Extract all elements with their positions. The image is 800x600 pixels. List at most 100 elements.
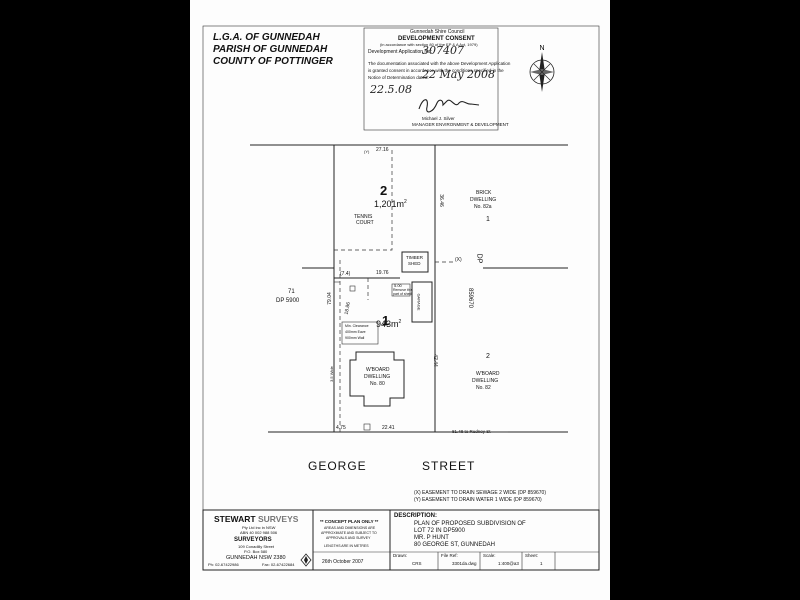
dwelling-80 (349, 351, 405, 407)
scale-value: 1:400@a3 (498, 561, 519, 566)
concept-note-2: APPROXIMATE AND SUBJECT TO (321, 531, 377, 535)
clearance-3: 900mm Wall (345, 336, 365, 340)
stamp-app-no: 307407 (422, 44, 464, 57)
tennis-label-2: COURT (356, 220, 374, 226)
easement-y: (Y) EASEMENT TO DRAIN WATER 1 WIDE (DP 8… (414, 497, 542, 503)
easement-x: (X) EASEMENT TO DRAIN SEWAGE 2 WIDE (DP … (414, 490, 546, 496)
garage-label: GARAGE (416, 293, 422, 311)
plan-date: 26th October 2007 (322, 559, 364, 565)
dim-bottom: 22.41 (382, 425, 395, 431)
dp-b: 859670 (467, 287, 474, 309)
company-name: STEWART SURVEYS (214, 514, 299, 524)
timber-label-1: TIMBER (406, 255, 424, 260)
company-line1: Pty Ltd inc in NSW (242, 525, 276, 530)
fileref-value: 3301da.dwg (452, 561, 477, 566)
lot2-number: 2 (380, 183, 388, 198)
address-1: 109 Conadilly Street (238, 544, 275, 549)
sheet-label: Sheet: (525, 553, 539, 558)
surveyors-label: SURVEYORS (234, 537, 272, 543)
site-plan (202, 25, 600, 571)
wboard-main-2: DWELLING (364, 374, 391, 380)
dim-7-4: (7.4) (340, 271, 351, 277)
title-block (202, 509, 600, 571)
description-2: LOT 72 IN DP5900 (414, 528, 465, 534)
dim-5: 5.00 (394, 283, 402, 288)
clearance-2: 400mm Eave (345, 330, 366, 334)
dp-a: DP (475, 253, 483, 264)
concept-note-3: APPROVALS AND SURVEY (326, 536, 371, 540)
dp5900: DP 5900 (276, 298, 300, 304)
fileref-label: File Ref: (441, 553, 458, 558)
sheet-value: 1 (540, 561, 543, 566)
signature-icon (418, 99, 480, 113)
fax: Fax: 02-67422684 (262, 562, 295, 567)
dim-rudney: 81.48 to Rudney St (452, 429, 491, 434)
north-small-icon (300, 553, 312, 567)
stamp-app-no-label: Development Application No: (368, 49, 433, 55)
wboard82-1: W'BOARD (476, 371, 500, 377)
description-1: PLAN OF PROPOSED SUBDIVISION OF (414, 521, 526, 527)
description-3: MR. P HUNT (414, 535, 449, 541)
lot2-area: 1,201m2 (374, 199, 407, 209)
timber-label-2: SHED (408, 261, 421, 266)
dim-y: (Y) (364, 149, 370, 154)
stamp-act: (in accordance with section 80 of the EP… (380, 42, 478, 47)
stamp-date2: 22.5.08 (370, 83, 412, 96)
county-heading: COUNTY OF POTTINGER (213, 56, 333, 67)
dim-x: (X) (455, 257, 462, 263)
dim-bottom-left: 4.75 (336, 425, 346, 431)
wboard82-2: DWELLING (472, 378, 499, 384)
stamp-line2: is granted consent in accordance with th… (368, 68, 504, 73)
lot1-number: 1 (382, 313, 390, 328)
town: GUNNEDAH NSW 2380 (226, 555, 286, 561)
dim-3-5: 3.5 Wide (328, 366, 334, 382)
company-line2: ABN 40 002 988 506 (240, 530, 278, 535)
stamp-notice-date: 22 May 2008 (422, 68, 496, 81)
brick-2: DWELLING (470, 197, 497, 203)
phone: Ph: 02-67422986 (208, 562, 239, 567)
wboard-main-3: No. 80 (370, 381, 385, 387)
stamp-title: DEVELOPMENT CONSENT (398, 36, 475, 42)
brick-lot: 1 (486, 216, 490, 223)
stamp-line1: The documentation associated with the ab… (368, 61, 511, 66)
stamp-position: MANAGER ENVIRONMENT & DEVELOPMENT (412, 122, 509, 127)
stamp-council: Gunnedah Shire Council (410, 29, 465, 35)
scale-label: Scale: (483, 553, 496, 558)
description-label: DESCRIPTION: (394, 513, 438, 519)
brick-3: No. 82a (474, 204, 492, 210)
tennis-label-1: TENNIS (354, 214, 373, 220)
lot71: 71 (288, 289, 295, 295)
street-street: STREET (422, 459, 476, 473)
plan-sheet: L.G.A. OF GUNNEDAH PARISH OF GUNNEDAH CO… (190, 0, 610, 600)
clearance-1: Min. Clearance (345, 324, 369, 328)
dim-right2: 42.44 (431, 354, 438, 367)
dim-left: 79.04 (326, 292, 333, 305)
address-2: P.O. Box 580 (244, 549, 268, 554)
drawn-value: CRS (412, 561, 422, 566)
dim-top: 27.16 (376, 147, 389, 153)
concept-plan: ** CONCEPT PLAN ONLY ** (320, 519, 379, 524)
concept-note-1: AREAS AND DIMENSIONS ARE (324, 526, 376, 530)
stamp-box (363, 27, 499, 131)
dim-right: 36.46 (437, 194, 444, 207)
description-4: 80 GEORGE ST, GUNNEDAH (414, 542, 496, 548)
garage (411, 281, 433, 323)
lot1-area: 943m2 (376, 319, 402, 329)
lga-heading: L.G.A. OF GUNNEDAH (213, 32, 320, 43)
north-arrow-icon: N (529, 45, 555, 92)
wboard82-3: No. 82 (476, 385, 491, 391)
drawn-label: Drawn: (393, 553, 408, 558)
remove-label-2: part of shed (393, 292, 412, 296)
timber-shed (401, 251, 429, 273)
brick-1: BRICK (476, 190, 492, 196)
parish-heading: PARISH OF GUNNEDAH (213, 44, 328, 55)
wboard-main-1: W'BOARD (366, 367, 390, 373)
stamp-notice-label: Notice of Determination dated: (368, 75, 429, 80)
street-george: GEORGE (308, 459, 367, 473)
lengths-note: LENGTHS ARE IN METRES (324, 544, 369, 548)
remove-label-1: Remove this (393, 288, 413, 292)
svg-text:N: N (539, 45, 544, 52)
stamp-name: Michael J. Silver (422, 116, 455, 121)
dim-mid: 19.76 (376, 270, 389, 276)
lot-right2: 2 (486, 353, 490, 360)
